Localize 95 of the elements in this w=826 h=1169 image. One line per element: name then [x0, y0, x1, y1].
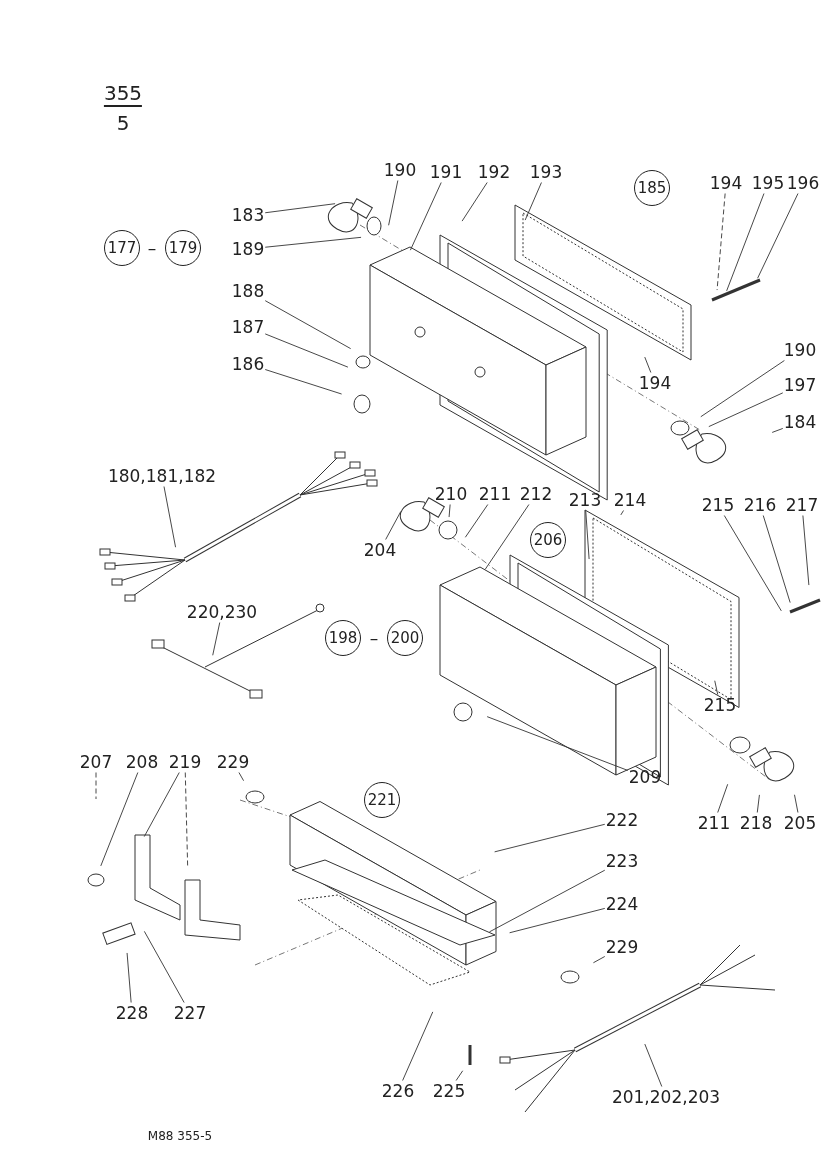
- callout-number: 204: [363, 540, 397, 560]
- leader-line: [264, 369, 343, 395]
- leader-line: [644, 1043, 663, 1087]
- callout-number: 187: [231, 317, 265, 337]
- leader-line: [723, 515, 782, 612]
- callout-number: 190: [383, 160, 417, 180]
- leader-line: [212, 622, 221, 656]
- leader-line: [484, 504, 530, 570]
- range-dash: –: [147, 239, 157, 257]
- leader-line: [585, 510, 590, 560]
- callout-number: 184: [783, 412, 817, 432]
- callout-number: 183: [231, 205, 265, 225]
- callout-number: 194: [709, 173, 743, 193]
- leader-line: [700, 360, 785, 418]
- leader-line: [264, 333, 349, 368]
- leader-line: [592, 956, 606, 964]
- callout-number: 207: [79, 752, 113, 772]
- callout-number: 208: [125, 752, 159, 772]
- leader-line: [100, 772, 139, 867]
- leader-line: [794, 794, 799, 813]
- leader-line: [388, 180, 399, 226]
- callout-number: 229: [216, 752, 250, 772]
- callout-number: 214: [613, 490, 647, 510]
- callout-number: 188: [231, 281, 265, 301]
- callout-number: 192: [477, 162, 511, 182]
- callout-number: 209: [628, 767, 662, 787]
- callout-number: 190: [783, 340, 817, 360]
- leader-line: [163, 486, 176, 548]
- callout-number: 223: [605, 851, 639, 871]
- callout-number: 219: [168, 752, 202, 772]
- leader-line: [757, 193, 799, 279]
- sheet-number: 5: [116, 113, 130, 133]
- leader-line: [143, 930, 185, 1003]
- leader-line: [771, 428, 784, 433]
- callout-number: 226: [381, 1081, 415, 1101]
- callout-number: 225: [432, 1081, 466, 1101]
- sheet-number: 355: [103, 83, 143, 107]
- callout-number: 193: [529, 162, 563, 182]
- callout-number: 217: [785, 495, 819, 515]
- leader-line: [95, 772, 97, 800]
- leader-line: [264, 203, 336, 214]
- callout-number: 205: [783, 813, 817, 833]
- callout-number: 196: [786, 173, 820, 193]
- leader-line: [726, 193, 765, 292]
- leader-line: [716, 193, 726, 291]
- leader-line: [509, 907, 606, 934]
- leader-line: [264, 300, 352, 350]
- leader-line: [455, 1070, 464, 1081]
- leader-line: [494, 823, 606, 853]
- leader-line: [126, 952, 132, 1003]
- leader-line: [620, 510, 624, 516]
- callout-number: 213: [568, 490, 602, 510]
- callout-number: 229: [605, 937, 639, 957]
- callout-number: 220,230: [186, 602, 258, 622]
- range-dash: –: [369, 629, 379, 647]
- leader-line: [184, 772, 189, 868]
- callout-number: 197: [783, 375, 817, 395]
- callout-number: 224: [605, 894, 639, 914]
- callout-number: 215: [703, 695, 737, 715]
- leader-line: [409, 182, 442, 251]
- callout-number: 216: [743, 495, 777, 515]
- leader-line: [756, 794, 760, 813]
- callout-number: 222: [605, 810, 639, 830]
- leader-line: [143, 772, 180, 838]
- leader-line: [238, 772, 245, 782]
- callout-number: 180,181,182: [107, 466, 217, 486]
- callout-number: 186: [231, 354, 265, 374]
- leader-line: [264, 236, 362, 248]
- leader-line: [448, 504, 451, 518]
- leader-line: [524, 182, 542, 221]
- leader-line: [385, 511, 402, 540]
- leader-line: [708, 392, 784, 428]
- leader-line: [489, 869, 606, 933]
- callout-number: 212: [519, 484, 553, 504]
- callout-number: 191: [429, 162, 463, 182]
- callout-number: 194: [638, 373, 672, 393]
- leader-line: [644, 356, 652, 373]
- callout-number: 211: [697, 813, 731, 833]
- callout-number: 218: [739, 813, 773, 833]
- callout-number: 201,202,203: [611, 1087, 721, 1107]
- callout-number: 215: [701, 495, 735, 515]
- drawing-reference: M88 355-5: [147, 1130, 213, 1142]
- leader-line: [802, 515, 810, 586]
- callout-number: 195: [751, 173, 785, 193]
- callout-number: 211: [478, 484, 512, 504]
- callout-number: 227: [173, 1003, 207, 1023]
- leader-line: [402, 1011, 434, 1081]
- callout-number: 210: [434, 484, 468, 504]
- leader-line: [464, 504, 489, 538]
- leader-line: [762, 515, 791, 604]
- leader-line: [714, 680, 719, 695]
- leader-line: [461, 182, 488, 222]
- callout-number: 189: [231, 239, 265, 259]
- callout-number: 228: [115, 1003, 149, 1023]
- leader-line: [717, 783, 729, 813]
